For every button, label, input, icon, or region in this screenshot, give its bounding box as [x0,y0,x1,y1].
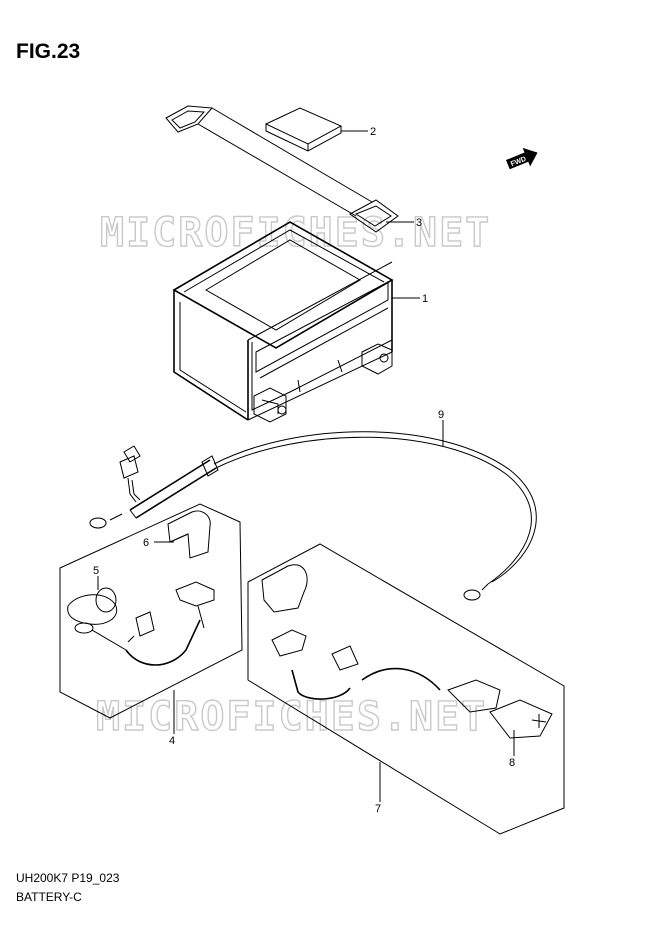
callout-4: 4 [169,735,175,747]
leader-lines [97,130,515,802]
battery-pad [264,107,343,152]
callout-6: 6 [143,537,149,549]
callout-3: 3 [416,217,422,229]
cable-kit-4-panel [59,503,243,719]
callout-5: 5 [93,565,99,577]
callout-9: 9 [438,409,444,421]
section-name: BATTERY-C [16,890,82,904]
callout-2: 2 [370,126,376,138]
battery [172,221,394,423]
fwd-arrow-icon: FWD [506,147,538,170]
watermark-bottom: MICROFICHES.NET [96,694,487,740]
callout-1: 1 [422,293,428,305]
battery-strap [165,105,399,233]
cable-kit-7-panel [247,543,565,835]
battery-cable [89,431,537,601]
callout-8: 8 [509,757,515,769]
model-code: UH200K7 P19_023 [16,871,120,885]
figure-title: FIG.23 [16,40,81,63]
callout-7: 7 [375,803,381,815]
